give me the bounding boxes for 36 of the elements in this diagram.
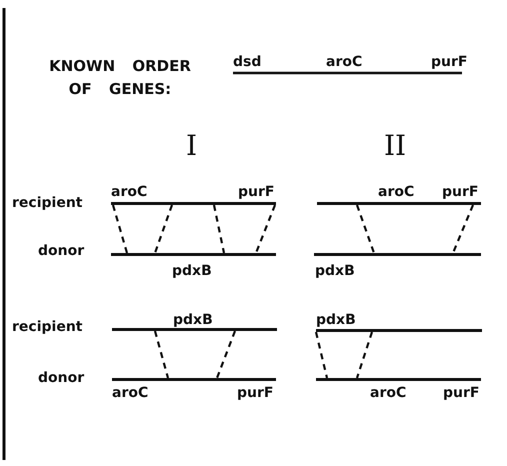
chromosome-line <box>317 202 481 205</box>
gene-label: aroC <box>370 385 406 401</box>
crossover-line <box>356 332 374 378</box>
strand-label: donor <box>38 370 84 386</box>
crossover-line <box>452 204 474 254</box>
gene-label: dsd <box>233 54 262 70</box>
gene-label: purF <box>431 54 468 70</box>
crossover-line <box>356 204 376 254</box>
gene-label: purF <box>443 385 480 401</box>
strand-label: recipient <box>12 195 82 211</box>
gene-label: purF <box>238 184 274 200</box>
heading-text: KNOWN ORDER OF GENES: <box>48 56 192 100</box>
chromosome-line <box>112 378 276 381</box>
gene-label: aroC <box>111 184 148 200</box>
crossover-line <box>216 330 236 378</box>
panel-numeral: II <box>384 130 406 162</box>
strand-label: donor <box>38 243 84 259</box>
crossover-line <box>254 204 276 254</box>
gene-label: aroC <box>112 385 148 401</box>
chromosome-line <box>112 328 277 331</box>
panel-numeral: I <box>186 130 198 162</box>
crossover-line <box>112 204 128 254</box>
chromosome-line <box>316 329 482 332</box>
gene-label: aroC <box>326 54 362 70</box>
crossover-line <box>154 330 170 378</box>
chromosome-line <box>314 253 481 256</box>
strand-label: recipient <box>12 319 82 335</box>
chromosome-line <box>111 253 276 256</box>
gene-label: aroC <box>378 184 414 200</box>
chromosome-line <box>316 378 481 381</box>
crossover-line <box>154 204 174 254</box>
chromosome-line <box>111 202 276 205</box>
crossover-line <box>212 204 226 254</box>
gene-label: purF <box>237 385 274 401</box>
gene-label: purF <box>442 184 478 200</box>
crossover-line <box>314 332 328 378</box>
